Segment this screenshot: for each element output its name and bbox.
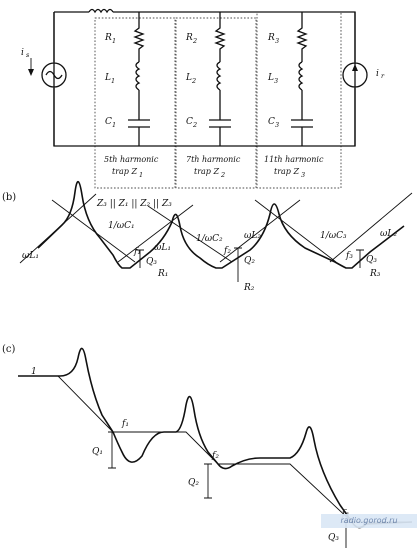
f3-label: f₃: [345, 251, 353, 261]
svg-text:3: 3: [275, 121, 279, 129]
trap-caption-2a: 7th harmonic: [186, 155, 241, 164]
f1-label: f₁: [133, 247, 141, 257]
wl1b-label: ωL₁: [154, 243, 171, 253]
trap-caption-1b: trap Z: [112, 167, 137, 176]
svg-text:1: 1: [112, 121, 116, 129]
trap-caption-3b: trap Z: [274, 167, 299, 176]
trap-caption-2b: trap Z: [194, 167, 219, 176]
source-left-sub: s: [26, 51, 30, 59]
q1-bar: [108, 431, 116, 469]
wl2-label: ωL₂: [244, 231, 261, 241]
f2-c-label: f₂: [211, 451, 219, 461]
svg-text:3: 3: [275, 37, 279, 45]
panel-b-tag: (b): [2, 192, 16, 203]
svg-text:C: C: [268, 117, 275, 127]
q2-c-label: Q₂: [188, 478, 199, 488]
source-left: i s: [21, 12, 67, 146]
panel-c-tag: (c): [2, 344, 16, 355]
panel-b: (b) Z₃ || Z₁ || Z₂ || Z₃ ωL₁ 1/ωC₁ ωL₁ 1…: [2, 180, 413, 293]
wc2-label: 1/ωC₂: [196, 234, 223, 244]
svg-text:3: 3: [274, 77, 278, 85]
sine-icon: [45, 70, 63, 80]
r2-label: R₂: [243, 283, 255, 293]
inductor-icon-2: [216, 61, 222, 91]
svg-text:1: 1: [112, 37, 116, 45]
svg-text:C: C: [186, 117, 193, 127]
inductor-icon-1: [135, 61, 141, 91]
capacitor-icon-1: [128, 119, 150, 128]
q1-label: Q₃: [146, 257, 157, 267]
q3-marker: [136, 249, 144, 268]
source-right-label: i: [376, 69, 379, 79]
svg-text:2: 2: [220, 171, 225, 179]
panel-c: (c) 1 f₁ f₂ f₃ Q₁ Q₂ Q₃: [2, 344, 413, 548]
watermark: radio.gorod.ru: [321, 514, 417, 528]
one-label: 1: [31, 367, 37, 377]
svg-text:1: 1: [111, 77, 115, 85]
wc3-label: 1/ωC₃: [320, 231, 347, 241]
q3-label: Q₃: [366, 255, 377, 265]
svg-text:R: R: [267, 33, 275, 43]
trap-box-2: [175, 17, 257, 189]
f2-label: f₂: [223, 246, 231, 256]
trap-box-1: [94, 17, 176, 189]
source-right-sub: r: [381, 72, 385, 80]
svg-text:R: R: [104, 33, 112, 43]
q2-bar: [204, 463, 212, 499]
svg-text:2: 2: [192, 37, 197, 45]
source-right: i r: [342, 12, 385, 146]
series-inductor-icon: [88, 8, 114, 14]
svg-text:L: L: [267, 73, 274, 83]
svg-text:C: C: [105, 117, 112, 127]
r1-label: R₁: [157, 269, 168, 279]
circuit-rails: [53, 11, 356, 147]
svg-text:L: L: [104, 73, 111, 83]
trap-box-3: [256, 11, 342, 189]
svg-text:R: R: [185, 33, 193, 43]
f1-c-label: f₁: [121, 419, 129, 429]
svg-text:3: 3: [301, 171, 305, 179]
svg-text:L: L: [185, 73, 192, 83]
wl1-label: ωL₁: [22, 251, 39, 261]
asymptote-lines: [19, 192, 413, 264]
svg-text:2: 2: [192, 121, 197, 129]
trap-caption-1a: 5th harmonic: [104, 155, 159, 164]
impedance-curve-b: [37, 180, 405, 269]
impedance-label: Z₃ || Z₁ || Z₂ || Z₃: [96, 199, 172, 209]
q1-c-label: Q₁: [92, 447, 103, 457]
trap-caption-3a: 11th harmonic: [264, 155, 324, 164]
response-curve-c: [18, 347, 413, 529]
q2-marker: [234, 247, 242, 268]
inductor-icon-3: [298, 61, 304, 91]
staircase-asymptote: [18, 375, 412, 523]
wc1-label: 1/ωC₁: [108, 221, 135, 231]
capacitor-icon-2: [209, 119, 231, 128]
svg-text:2: 2: [191, 77, 196, 85]
q3-c-label: Q₃: [328, 533, 339, 543]
r3-label: R₃: [369, 269, 381, 279]
source-left-label: i: [21, 48, 24, 58]
wl2b-label: ωL₂: [380, 229, 397, 239]
q3b-marker: [356, 249, 364, 268]
q2-label: Q₂: [244, 256, 255, 266]
svg-text:1: 1: [139, 171, 143, 179]
capacitor-icon-3: [291, 119, 313, 128]
